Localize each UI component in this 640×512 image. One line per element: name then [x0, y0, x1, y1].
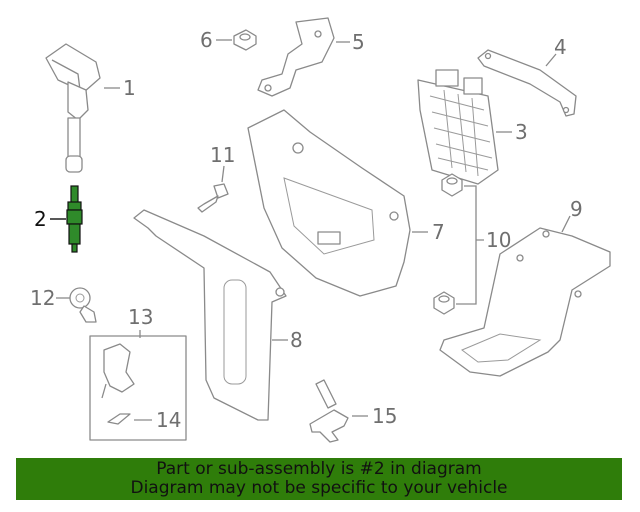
callout-5[interactable]: 5: [352, 30, 365, 54]
knock-sensor-part[interactable]: [69, 287, 97, 323]
leader-line-9: [561, 215, 571, 233]
callout-8[interactable]: 8: [290, 328, 303, 352]
exploded-parts-diagram: 1 2 3 4 5 6: [30, 17, 611, 443]
callout-9[interactable]: 9: [570, 197, 583, 221]
ignition-coil-part[interactable]: [45, 43, 101, 173]
spark-plug-part[interactable]: [66, 185, 83, 253]
leader-line-10: [456, 185, 484, 305]
callout-11[interactable]: 11: [210, 143, 235, 167]
cam-sensor-part[interactable]: [309, 379, 349, 443]
callout-4[interactable]: 4: [554, 35, 567, 59]
banner-line-part: Part or sub-assembly is #2 in diagram: [156, 459, 482, 479]
leader-line-11: [221, 165, 225, 183]
notice-banner: Part or sub-assembly is #2 in diagram Di…: [16, 458, 622, 500]
main-bracket-part[interactable]: [247, 109, 411, 297]
panel-bracket-part[interactable]: [133, 209, 287, 421]
callout-2[interactable]: 2: [34, 207, 47, 231]
callout-12[interactable]: 12: [30, 286, 55, 310]
ecu-module-part[interactable]: [417, 69, 499, 185]
leader-line-4: [545, 53, 557, 67]
small-bracket-part[interactable]: [257, 17, 335, 97]
mounting-bracket-part[interactable]: [477, 49, 577, 117]
nut-6-part[interactable]: [233, 29, 257, 51]
sensor-kit-part[interactable]: [89, 335, 187, 441]
callout-15[interactable]: 15: [372, 404, 397, 428]
callout-13[interactable]: 13: [128, 305, 153, 329]
callout-10[interactable]: 10: [486, 228, 511, 252]
bolt-part[interactable]: [197, 183, 229, 213]
callout-1[interactable]: 1: [123, 76, 136, 100]
lower-tray-part[interactable]: [439, 227, 611, 377]
callout-6[interactable]: 6: [200, 28, 213, 52]
callout-7[interactable]: 7: [432, 220, 445, 244]
seal-part[interactable]: [107, 413, 131, 425]
callout-14[interactable]: 14: [156, 408, 181, 432]
nut-pair-10-part[interactable]: [433, 173, 463, 315]
callout-3[interactable]: 3: [515, 120, 528, 144]
banner-line-disclaimer: Diagram may not be specific to your vehi…: [130, 478, 508, 498]
